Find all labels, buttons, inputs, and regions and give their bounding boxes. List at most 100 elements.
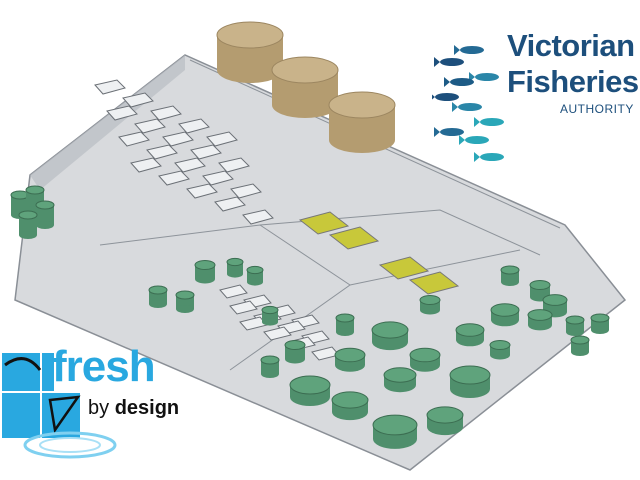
tank-top	[565, 315, 585, 325]
bench	[106, 105, 138, 121]
tank-body	[36, 205, 54, 225]
tank-top	[246, 265, 264, 275]
bench	[202, 170, 234, 186]
tank-top	[260, 355, 280, 365]
tank-base	[285, 354, 305, 364]
tank-base	[336, 327, 354, 337]
tank-base	[19, 230, 37, 240]
tank-base	[149, 299, 167, 309]
tank-top	[334, 347, 366, 363]
silo-base	[329, 127, 395, 153]
tank-base	[566, 327, 584, 337]
fish-tail	[444, 77, 450, 87]
fish-tail	[452, 102, 458, 112]
bench	[146, 144, 178, 160]
bench	[162, 131, 194, 147]
tank-top	[455, 323, 485, 337]
tank-top	[335, 313, 355, 323]
tank-top	[175, 290, 195, 300]
fish	[440, 128, 464, 136]
tank-body	[11, 195, 29, 215]
tank-base	[420, 305, 440, 315]
bench	[174, 157, 206, 173]
green-tanks	[10, 185, 610, 449]
tank-base	[456, 333, 484, 347]
water-silos	[216, 21, 396, 153]
tank-top	[500, 265, 520, 275]
tank-base	[176, 304, 194, 314]
fish-tail	[434, 57, 440, 67]
bench	[263, 326, 292, 341]
bench	[150, 105, 182, 121]
bench	[118, 131, 150, 147]
tank-base	[36, 220, 54, 230]
tank-top	[331, 391, 369, 409]
logo-word-design: design	[114, 397, 180, 419]
bench	[94, 79, 126, 95]
fish-tail	[454, 45, 460, 55]
logo-by-design: by design	[88, 398, 179, 418]
tank-top	[371, 321, 409, 339]
tank-base	[427, 418, 463, 436]
tank-top	[372, 414, 418, 436]
fresh-by-design-emblem-icon	[2, 353, 117, 459]
fish	[440, 58, 464, 66]
victorian-fisheries-authority-logo: Victorian Fisheries AUTHORITY	[432, 22, 640, 172]
platform	[328, 226, 380, 250]
tank-top	[490, 303, 520, 317]
fish-tail	[434, 127, 440, 137]
tank-top	[194, 260, 216, 270]
silo-top	[328, 91, 396, 119]
platform	[378, 256, 430, 280]
silo-base	[217, 57, 283, 83]
bench	[186, 183, 218, 199]
bench	[206, 131, 238, 147]
fish-tail	[474, 117, 480, 127]
tank-base	[491, 313, 519, 327]
tank-base	[261, 369, 279, 379]
tank-top	[419, 295, 441, 305]
fish	[435, 93, 459, 101]
fish	[480, 118, 504, 126]
bench	[134, 118, 166, 134]
tank-top	[426, 406, 464, 424]
bench	[178, 118, 210, 134]
tank-top	[590, 313, 610, 323]
silo-base	[272, 92, 338, 118]
fish-school-icon	[432, 45, 504, 162]
bench	[190, 144, 222, 160]
bench	[230, 183, 262, 199]
tank-base	[591, 325, 609, 335]
tank-top	[383, 367, 417, 383]
logo-line-fisheries: Fisheries	[507, 64, 639, 99]
fish	[475, 73, 499, 81]
yellow-platforms	[298, 211, 460, 295]
fish	[450, 78, 474, 86]
platform	[408, 271, 460, 295]
bench	[229, 300, 258, 315]
fish-tail	[459, 135, 465, 145]
tank-top	[489, 340, 511, 350]
fish	[458, 103, 482, 111]
fish	[460, 46, 484, 54]
tank-base	[332, 403, 368, 421]
logo-line-victorian: Victorian	[507, 28, 635, 63]
fish-tail	[432, 94, 435, 100]
tank-top	[25, 185, 45, 195]
tank-top	[527, 309, 553, 321]
tank-base	[450, 380, 490, 398]
building-wall-back	[30, 55, 185, 190]
bench	[122, 92, 154, 108]
tank-top	[570, 335, 590, 345]
tank-base	[501, 277, 519, 287]
tank-base	[410, 358, 440, 372]
bench	[218, 157, 250, 173]
tank-base	[528, 319, 552, 331]
tank-body	[19, 215, 37, 235]
tank-top	[148, 285, 168, 295]
tank-top	[226, 257, 244, 267]
bench	[158, 170, 190, 186]
tank-base	[372, 333, 408, 351]
